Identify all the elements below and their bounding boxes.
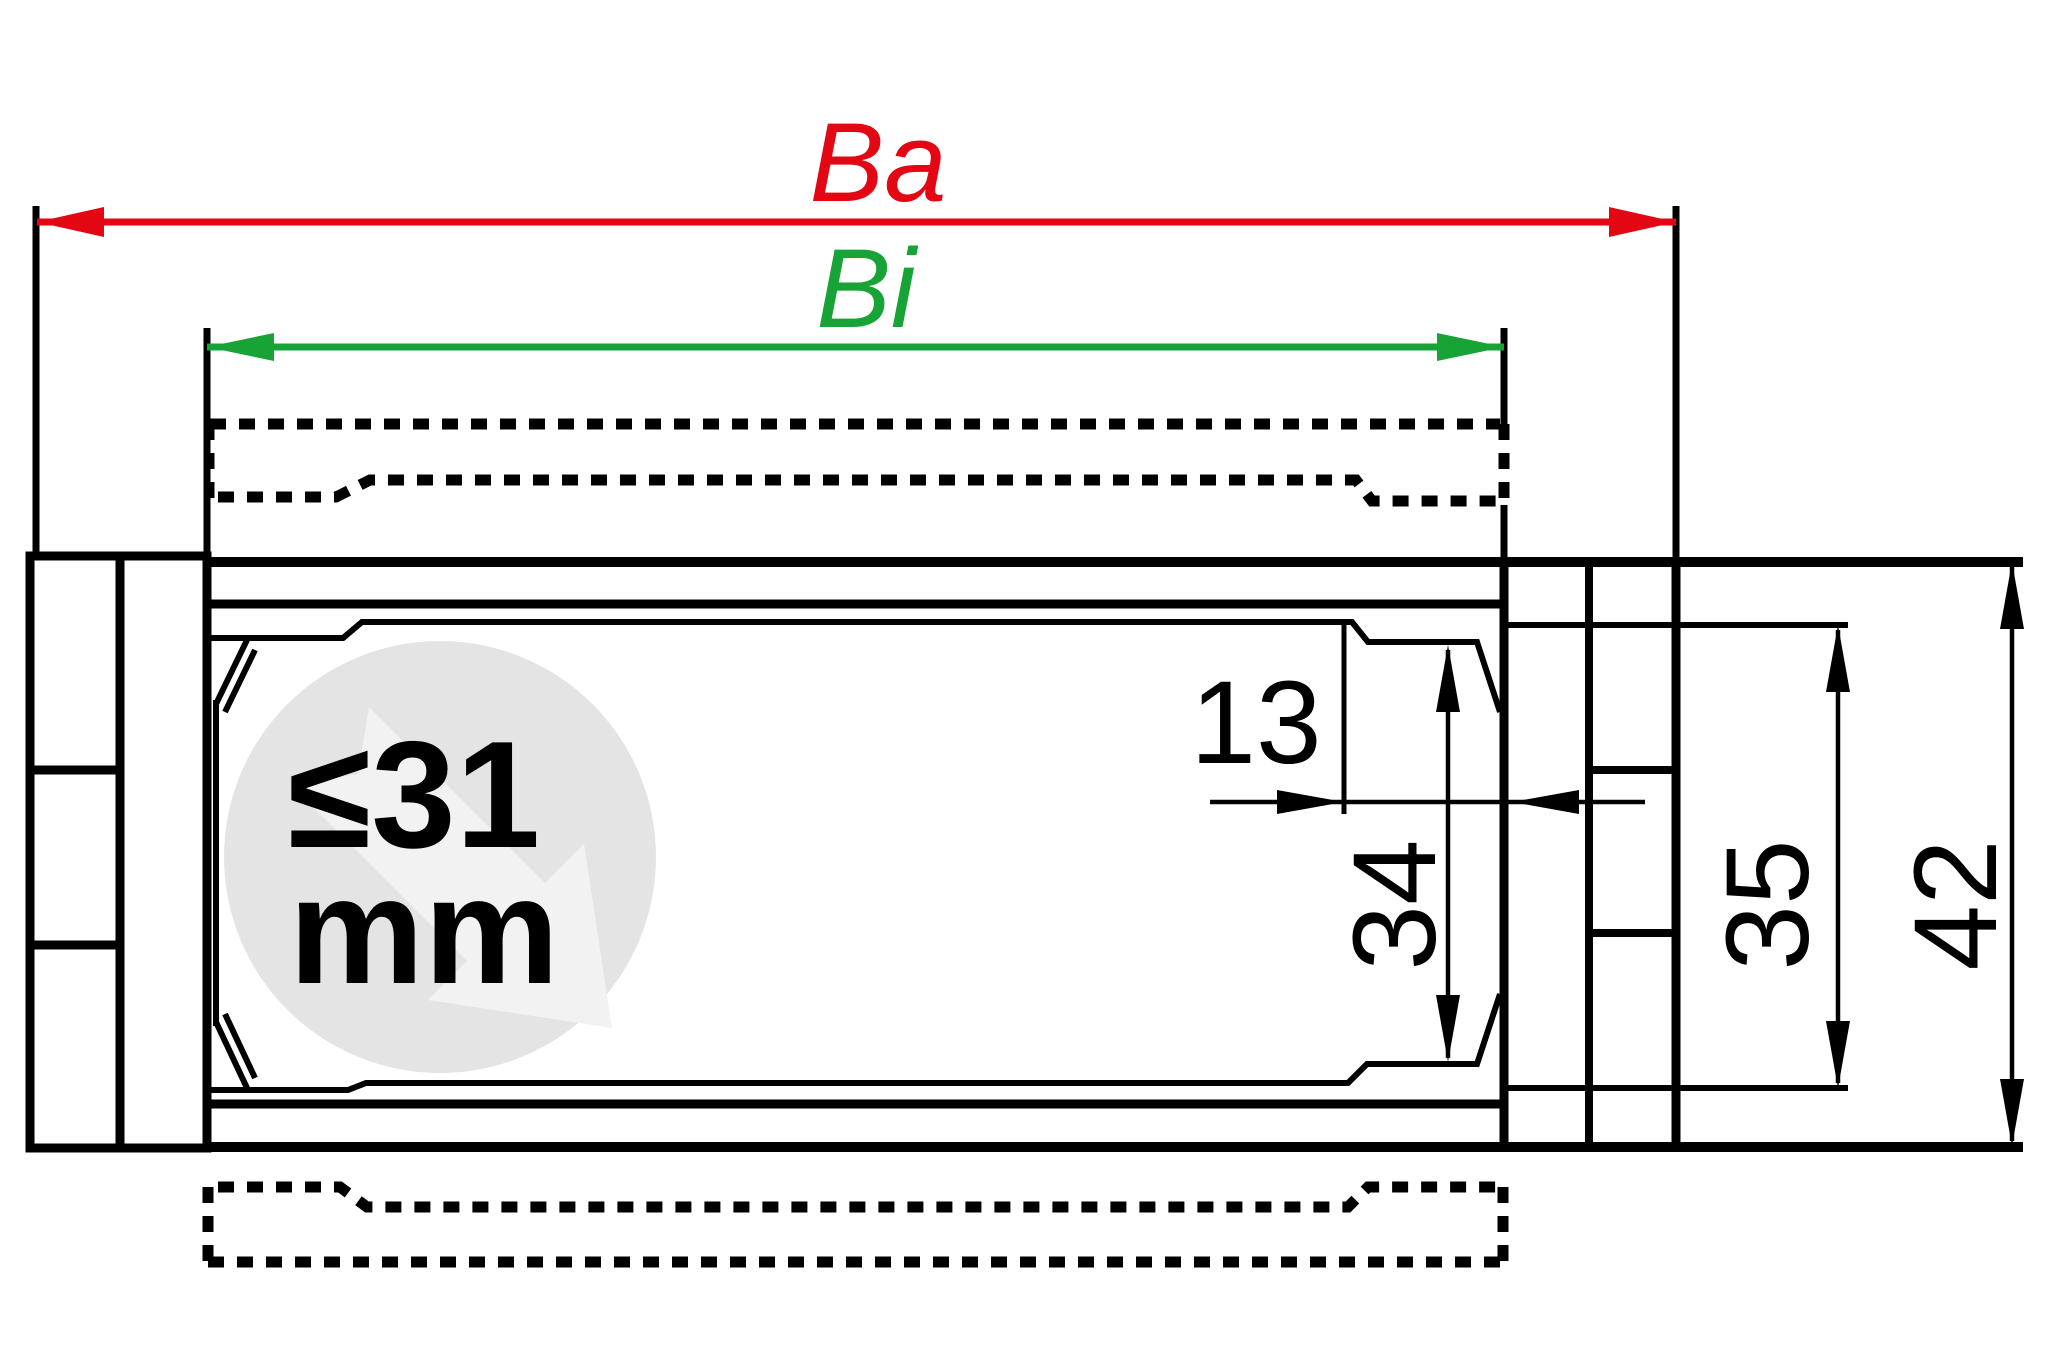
dim-label-42: 42 xyxy=(1890,839,2022,970)
dimension-inner-width-Bi: Bi xyxy=(207,226,1504,361)
dim-label-bi: Bi xyxy=(816,226,919,351)
dim-label-ba: Ba xyxy=(810,100,947,225)
bottom-hidden-outline-dotted xyxy=(202,1181,1509,1268)
dimension-opening-width: 13 xyxy=(1190,657,1645,814)
arrowhead-42-up xyxy=(2000,562,2024,629)
left-mounting-bracket xyxy=(25,551,212,1153)
watermark-line1: ≤31 xyxy=(288,710,541,880)
dimension-outer-width-Ba: Ba xyxy=(37,100,1676,237)
arrowhead-35-up xyxy=(1826,625,1850,692)
watermark: ≤31 mm xyxy=(224,641,656,1073)
cavity-floor xyxy=(210,993,1503,1093)
dimension-inner-height: 34 xyxy=(1329,645,1461,1062)
dim-label-34: 34 xyxy=(1329,839,1461,970)
dim-label-13: 13 xyxy=(1190,657,1321,789)
arrowhead-42-down xyxy=(2000,1079,2024,1146)
chain-cavity-outline xyxy=(210,619,1503,1093)
hidden-bottom-top-edge xyxy=(218,1181,1500,1213)
opening-direction-arrow-icon xyxy=(291,707,612,1028)
arrowhead-34-down xyxy=(1436,995,1460,1062)
dim-label-35: 35 xyxy=(1702,839,1834,970)
arrowhead-13-left xyxy=(1277,790,1344,814)
arrowhead-bi-left xyxy=(207,333,274,361)
cavity-top-left-chamfer xyxy=(213,638,258,714)
arrowhead-bi-right xyxy=(1437,333,1504,361)
chain-rails xyxy=(207,557,2023,1152)
watermark-line2: mm xyxy=(289,846,559,1016)
arrowhead-ba-right xyxy=(1609,207,1676,237)
dimension-outer-height: 42 xyxy=(1890,562,2024,1146)
arrowhead-ba-left xyxy=(37,207,104,237)
cavity-ceiling xyxy=(210,619,1503,713)
arrowhead-35-down xyxy=(1826,1021,1850,1088)
extension-lines xyxy=(32,206,1680,562)
cavity-bottom-left-chamfer xyxy=(213,1012,258,1090)
arrowhead-13-right xyxy=(1512,790,1579,814)
arrowhead-34-up xyxy=(1436,645,1460,712)
dimension-side-height: 35 xyxy=(1702,625,1850,1088)
right-mounting-bracket xyxy=(1499,557,1848,1147)
hidden-crossbar-dotted xyxy=(203,418,1510,507)
hidden-crossbar-line xyxy=(218,474,1500,507)
